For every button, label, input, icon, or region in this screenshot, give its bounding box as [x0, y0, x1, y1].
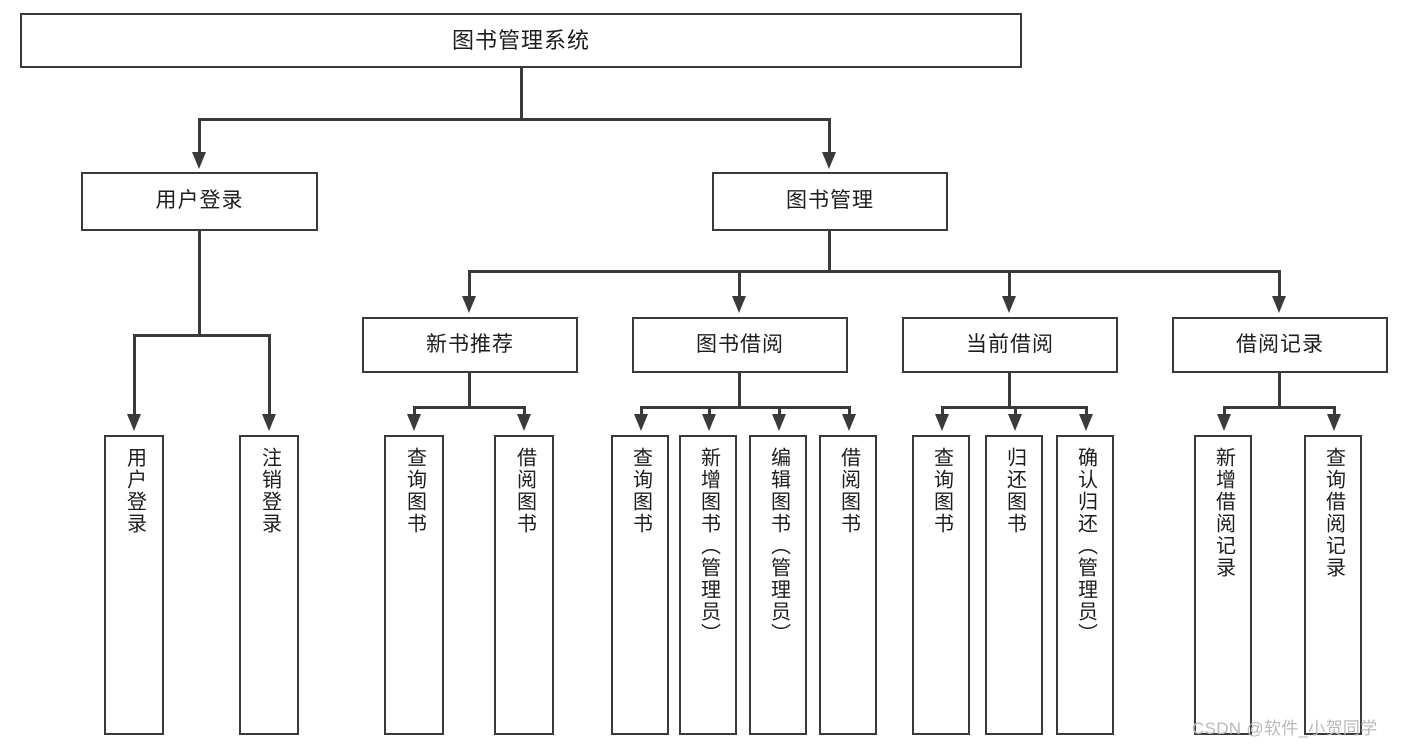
connector-newbook-drop-1 [413, 406, 416, 418]
connector-root-stem [520, 68, 523, 120]
arrowhead-leaf-return-book [1008, 414, 1022, 431]
connector-bookborrow-drop-4 [848, 406, 851, 418]
connector-currentborrow-drop-3 [1085, 406, 1088, 418]
leaf-query-borrow-record[interactable]: 查询借阅记录 [1304, 435, 1362, 735]
leaf-query-book-borrow[interactable]: 查询图书 [611, 435, 669, 735]
leaf-user-login[interactable]: 用户登录 [104, 435, 164, 735]
connector-bookborrow-drop-1 [640, 406, 643, 418]
node-new-book-recommend[interactable]: 新书推荐 [362, 317, 578, 373]
connector-root-bus [198, 118, 830, 121]
connector-borrowrecord-bus [1223, 406, 1335, 409]
node-book-manage[interactable]: 图书管理 [712, 172, 948, 231]
node-label: 编辑图书（管理员） [767, 447, 790, 645]
node-root-system[interactable]: 图书管理系统 [20, 13, 1022, 68]
node-label: 新书推荐 [426, 332, 514, 356]
connector-bookmanage-drop-2 [738, 270, 741, 298]
node-label: 借阅记录 [1236, 332, 1324, 356]
node-label: 新增图书（管理员） [697, 447, 720, 645]
leaf-query-book-recommend[interactable]: 查询图书 [384, 435, 444, 735]
connector-newbook-bus [413, 406, 525, 409]
connector-userlogin-bus [133, 334, 270, 337]
node-label: 注销登录 [258, 447, 281, 535]
arrowhead-leaf-query-book-1 [407, 414, 421, 431]
connector-currentborrow-drop-2 [1014, 406, 1017, 418]
leaf-edit-book-admin[interactable]: 编辑图书（管理员） [749, 435, 807, 735]
connector-root-drop-right [828, 118, 831, 156]
node-label: 当前借阅 [966, 332, 1054, 356]
arrowhead-book-manage [822, 152, 836, 169]
arrowhead-leaf-query-book-3 [935, 414, 949, 431]
leaf-query-book-current[interactable]: 查询图书 [912, 435, 970, 735]
arrowhead-leaf-user-login [127, 414, 141, 431]
arrowhead-leaf-borrow-book-2 [842, 414, 856, 431]
node-label: 归还图书 [1003, 447, 1026, 535]
connector-bookmanage-drop-1 [468, 270, 471, 298]
connector-newbook-stem [468, 373, 471, 408]
node-label: 图书管理 [786, 189, 874, 213]
node-label: 借阅图书 [513, 447, 536, 535]
arrowhead-user-login [192, 152, 206, 169]
watermark-csdn: CSDN @软件_小贺同学 [1192, 719, 1378, 738]
node-user-login[interactable]: 用户登录 [81, 172, 318, 231]
arrowhead-leaf-add-record [1217, 414, 1231, 431]
connector-bookmanage-stem [828, 231, 831, 273]
leaf-add-borrow-record[interactable]: 新增借阅记录 [1194, 435, 1252, 735]
arrowhead-leaf-query-book-2 [634, 414, 648, 431]
connector-root-drop-left [198, 118, 201, 156]
node-label: 用户登录 [123, 447, 146, 535]
arrowhead-leaf-query-record [1327, 414, 1341, 431]
node-label: 借阅图书 [837, 447, 860, 535]
connector-userlogin-drop-2 [268, 334, 271, 418]
node-current-borrow[interactable]: 当前借阅 [902, 317, 1118, 373]
node-label: 用户登录 [155, 189, 244, 213]
arrowhead-leaf-logout [262, 414, 276, 431]
arrowhead-leaf-edit-book [772, 414, 786, 431]
arrowhead-current-borrow [1002, 296, 1016, 313]
connector-newbook-drop-2 [523, 406, 526, 418]
leaf-logout[interactable]: 注销登录 [239, 435, 299, 735]
node-label: 图书借阅 [696, 332, 784, 356]
node-label: 查询借阅记录 [1322, 447, 1345, 579]
node-label: 查询图书 [403, 447, 426, 535]
connector-borrowrecord-stem [1278, 373, 1281, 408]
node-label: 图书管理系统 [451, 27, 590, 53]
arrowhead-borrow-record [1272, 296, 1286, 313]
arrowhead-leaf-confirm-return [1079, 414, 1093, 431]
leaf-add-book-admin[interactable]: 新增图书（管理员） [679, 435, 737, 735]
leaf-return-book[interactable]: 归还图书 [985, 435, 1043, 735]
node-label: 确认归还（管理员） [1074, 447, 1097, 645]
connector-borrowrecord-drop-1 [1223, 406, 1226, 418]
node-book-borrow[interactable]: 图书借阅 [632, 317, 848, 373]
node-borrow-record[interactable]: 借阅记录 [1172, 317, 1388, 373]
connector-borrowrecord-drop-2 [1333, 406, 1336, 418]
connector-bookborrow-drop-3 [778, 406, 781, 418]
connector-bookmanage-bus [468, 270, 1280, 273]
connector-bookmanage-drop-3 [1008, 270, 1011, 298]
arrowhead-leaf-add-book [702, 414, 716, 431]
connector-bookborrow-drop-2 [708, 406, 711, 418]
arrowhead-new-book [462, 296, 476, 313]
leaf-borrow-book-recommend[interactable]: 借阅图书 [494, 435, 554, 735]
node-label: 查询图书 [930, 447, 953, 535]
node-label: 新增借阅记录 [1212, 447, 1235, 579]
arrowhead-book-borrow [732, 296, 746, 313]
connector-bookmanage-drop-4 [1278, 270, 1281, 298]
connector-currentborrow-stem [1008, 373, 1011, 408]
connector-userlogin-drop-1 [133, 334, 136, 418]
connector-userlogin-stem [198, 231, 201, 336]
connector-currentborrow-drop-1 [941, 406, 944, 418]
leaf-confirm-return-admin[interactable]: 确认归还（管理员） [1056, 435, 1114, 735]
connector-bookborrow-bus [640, 406, 850, 409]
arrowhead-leaf-borrow-book-1 [517, 414, 531, 431]
node-label: 查询图书 [629, 447, 652, 535]
leaf-borrow-book[interactable]: 借阅图书 [819, 435, 877, 735]
connector-bookborrow-stem [738, 373, 741, 408]
